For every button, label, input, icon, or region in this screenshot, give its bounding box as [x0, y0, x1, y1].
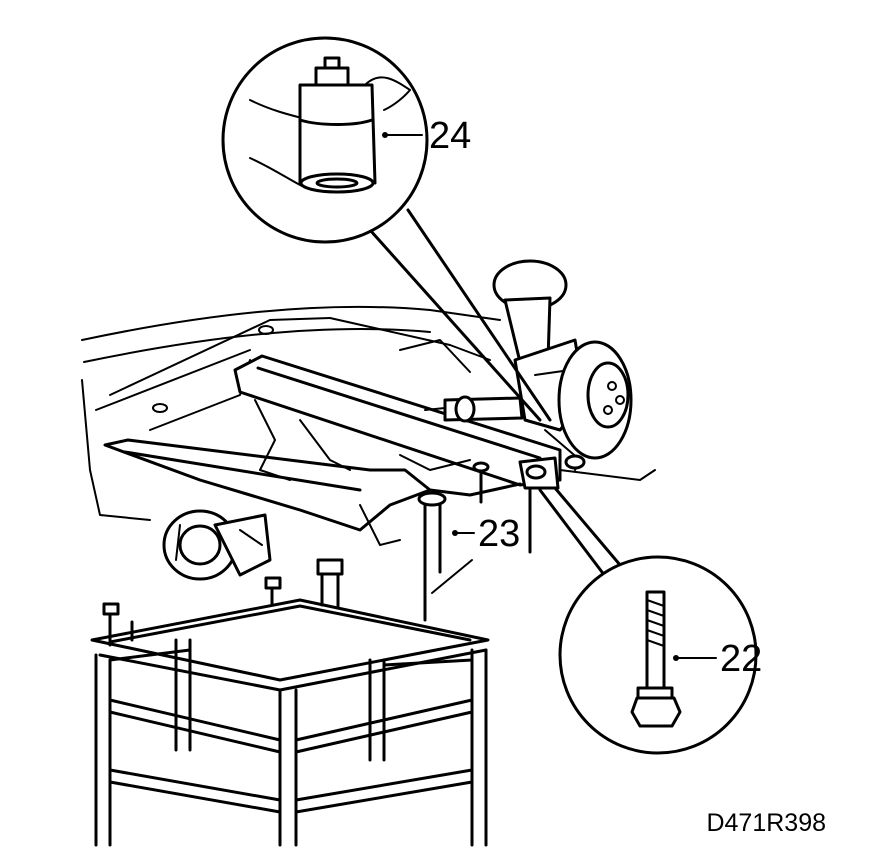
- support-stand: [90, 558, 490, 847]
- bolts-23: [417, 461, 532, 622]
- detail-view-bushing: [221, 36, 552, 422]
- callout-23: 23: [478, 513, 520, 555]
- leader-dot-23: [452, 530, 458, 536]
- callout-22: 22: [720, 638, 762, 680]
- leader-dot-24: [382, 132, 388, 138]
- leader-dot-22: [673, 655, 679, 661]
- right-hub-assembly: [424, 259, 633, 490]
- callout-24: 24: [429, 115, 471, 157]
- left-hub-assembly: [162, 509, 272, 581]
- detail-view-bolt: [538, 486, 758, 755]
- rear-subframe: [103, 354, 562, 546]
- figure-id: D471R398: [706, 809, 826, 837]
- vehicle-body-outline: [81, 305, 656, 521]
